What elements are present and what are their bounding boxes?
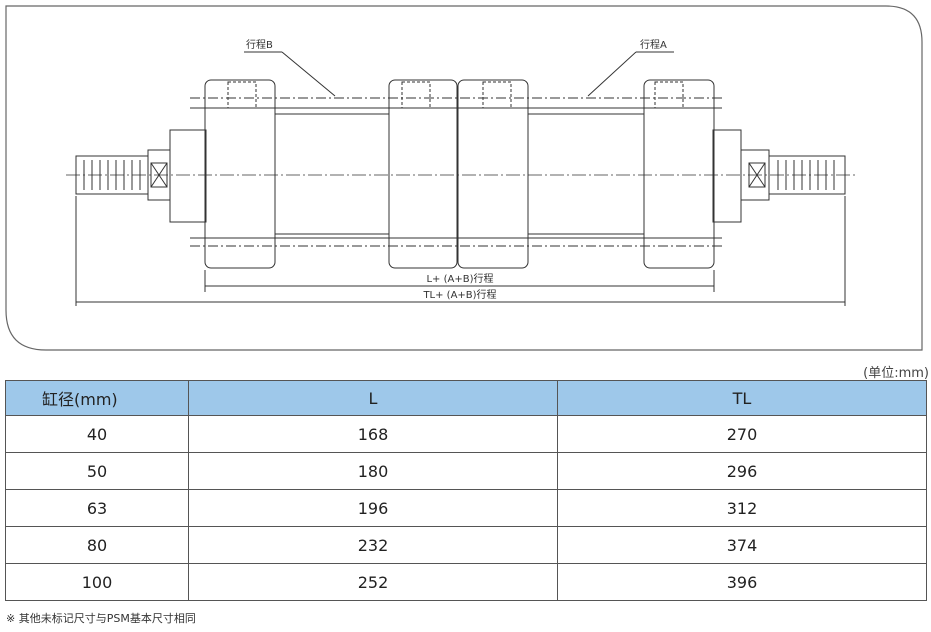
table-row: 50 180 296: [5, 452, 927, 490]
table-row: 80 232 374: [5, 526, 927, 564]
stroke-a-label: 行程A: [640, 38, 667, 51]
header-l: L: [188, 380, 558, 416]
cell-bore: 80: [5, 526, 189, 564]
drawing-frame: [5, 5, 923, 351]
middle-cover-left: [388, 79, 458, 269]
cell-tl: 396: [557, 563, 927, 601]
cell-tl: 270: [557, 415, 927, 453]
table-row: 100 252 396: [5, 563, 927, 601]
header-bore: 缸径(mm): [5, 380, 189, 416]
left-flange: [169, 129, 207, 223]
cell-bore: 63: [5, 489, 189, 527]
table-row: 63 196 312: [5, 489, 927, 527]
cylinder-drawing: 行程B 行程A L+ (A+B)行程 TL+ (A+B)行程: [5, 5, 923, 351]
cell-l: 232: [188, 526, 558, 564]
dimension-table: 缸径(mm) L TL 40 168 270 50 180 296 63 196…: [5, 380, 927, 601]
table-header-row: 缸径(mm) L TL: [5, 380, 927, 416]
stroke-b-label: 行程B: [246, 38, 273, 51]
header-tl: TL: [557, 380, 927, 416]
cylinder-drawing-svg: 行程B 行程A L+ (A+B)行程 TL+ (A+B)行程: [5, 5, 923, 351]
cell-l: 252: [188, 563, 558, 601]
cell-l: 180: [188, 452, 558, 490]
dim-l-label: L+ (A+B)行程: [426, 272, 493, 285]
barrel-b: [274, 113, 390, 235]
cell-bore: 50: [5, 452, 189, 490]
cell-tl: 374: [557, 526, 927, 564]
cell-l: 168: [188, 415, 558, 453]
dim-tl-label: TL+ (A+B)行程: [422, 288, 496, 301]
barrel-a: [527, 113, 645, 235]
right-flange: [712, 129, 742, 223]
cell-bore: 40: [5, 415, 189, 453]
cell-bore: 100: [5, 563, 189, 601]
footnote: ※ 其他未标记尺寸与PSM基本尺寸相同: [6, 612, 196, 625]
table-row: 40 168 270: [5, 415, 927, 453]
unit-note: (单位:mm): [863, 366, 929, 381]
cell-tl: 296: [557, 452, 927, 490]
cell-tl: 312: [557, 489, 927, 527]
cell-l: 196: [188, 489, 558, 527]
right-end-cover: [643, 79, 715, 269]
